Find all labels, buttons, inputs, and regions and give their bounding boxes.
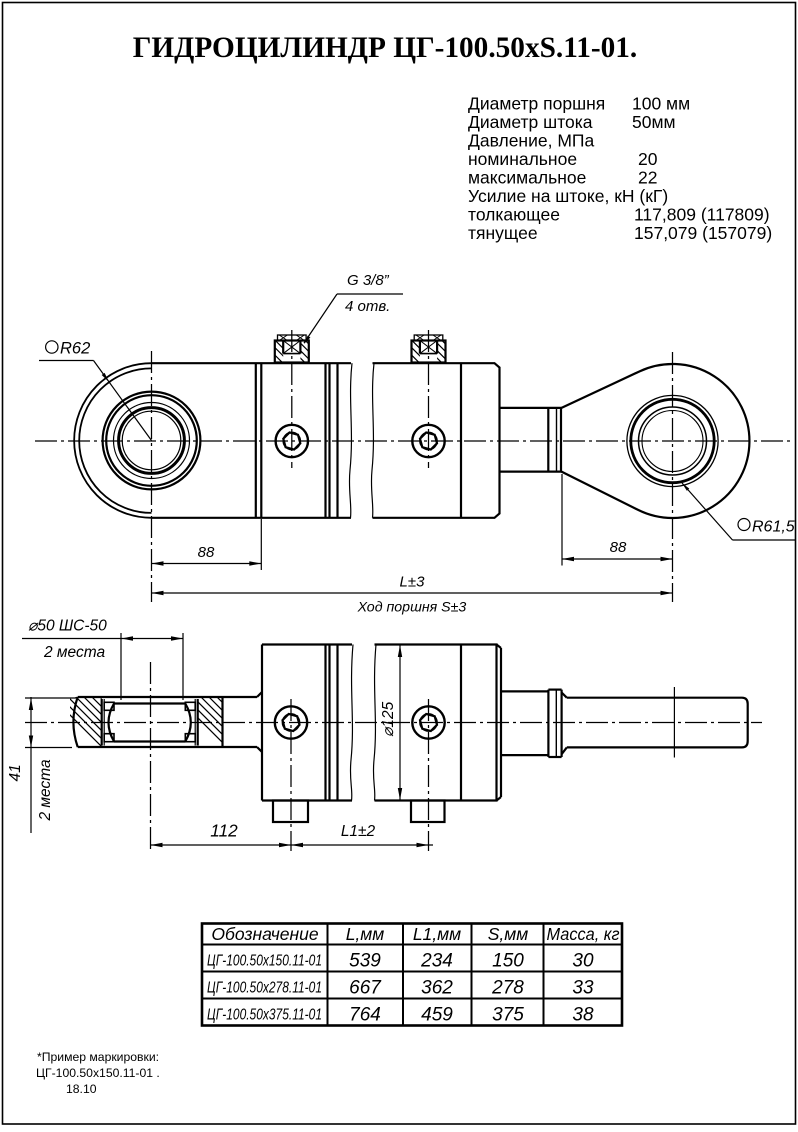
svg-text:539: 539 (349, 951, 381, 972)
svg-text:R62: R62 (60, 340, 90, 358)
svg-text:ЦГ-100.50х278.11-01: ЦГ-100.50х278.11-01 (207, 980, 322, 997)
svg-text:G 3/8”: G 3/8” (347, 272, 390, 289)
svg-text:Ход поршня S±3: Ход поршня S±3 (357, 600, 467, 616)
svg-text:459: 459 (421, 1005, 453, 1026)
svg-text:Усилие на штоке, кН (кГ): Усилие на штоке, кН (кГ) (468, 186, 668, 206)
svg-text:22: 22 (638, 168, 657, 188)
svg-text:ЦГ-100.50х150.11-01 .: ЦГ-100.50х150.11-01 . (36, 1066, 160, 1080)
svg-text:R61,5: R61,5 (752, 519, 795, 536)
svg-text:117,809 (117809): 117,809 (117809) (634, 205, 770, 225)
svg-text:18.10: 18.10 (66, 1082, 97, 1096)
svg-text:Диаметр поршня: Диаметр поршня (468, 94, 605, 114)
svg-text:*Пример маркировки:: *Пример маркировки: (37, 1050, 159, 1064)
svg-text:максимальное: максимальное (468, 168, 586, 188)
svg-text:278: 278 (491, 978, 524, 999)
svg-text:тянущее: тянущее (468, 223, 538, 243)
svg-text:764: 764 (349, 1005, 381, 1026)
svg-text:Обозначение: Обозначение (211, 924, 318, 944)
svg-text:Давление, МПа: Давление, МПа (468, 131, 594, 151)
svg-text:112: 112 (210, 821, 238, 841)
svg-text:362: 362 (421, 978, 453, 999)
svg-text:номинальное: номинальное (468, 149, 577, 169)
svg-text:4 отв.: 4 отв. (345, 298, 390, 315)
svg-text:Масса, кг: Масса, кг (547, 924, 620, 944)
svg-text:S,мм: S,мм (488, 924, 529, 944)
svg-text:88: 88 (610, 539, 627, 556)
svg-text:⌀125: ⌀125 (380, 701, 397, 737)
svg-text:L±3: L±3 (400, 574, 426, 591)
svg-text:L1,мм: L1,мм (413, 924, 461, 944)
svg-text:ЦГ-100.50х150.11-01: ЦГ-100.50х150.11-01 (207, 953, 322, 970)
svg-text:30: 30 (572, 951, 594, 972)
svg-text:L,мм: L,мм (346, 924, 385, 944)
svg-text:50мм: 50мм (632, 112, 676, 132)
svg-text:L1±2: L1±2 (341, 823, 376, 840)
svg-text:ЦГ-100.50х375.11-01: ЦГ-100.50х375.11-01 (207, 1007, 322, 1024)
svg-text:33: 33 (572, 978, 594, 999)
svg-text:ГИДРОЦИЛИНДР ЦГ-100.50хS.11-01: ГИДРОЦИЛИНДР ЦГ-100.50хS.11-01. (133, 32, 638, 64)
svg-text:41: 41 (7, 764, 24, 781)
svg-text:234: 234 (420, 951, 453, 972)
svg-text:375: 375 (492, 1005, 524, 1026)
svg-text:667: 667 (349, 978, 382, 999)
svg-text:2 места: 2 места (37, 759, 54, 821)
svg-text:⌀50 ШС-50: ⌀50 ШС-50 (28, 618, 107, 635)
svg-text:100 мм: 100 мм (632, 94, 690, 114)
svg-text:150: 150 (492, 951, 524, 972)
svg-text:20: 20 (638, 149, 658, 169)
svg-text:2 места: 2 места (43, 644, 105, 661)
svg-text:157,079 (157079): 157,079 (157079) (634, 223, 772, 243)
svg-text:88: 88 (198, 544, 215, 561)
svg-text:Диаметр штока: Диаметр штока (468, 112, 593, 132)
svg-text:толкающее: толкающее (468, 205, 560, 225)
svg-text:38: 38 (572, 1005, 594, 1026)
